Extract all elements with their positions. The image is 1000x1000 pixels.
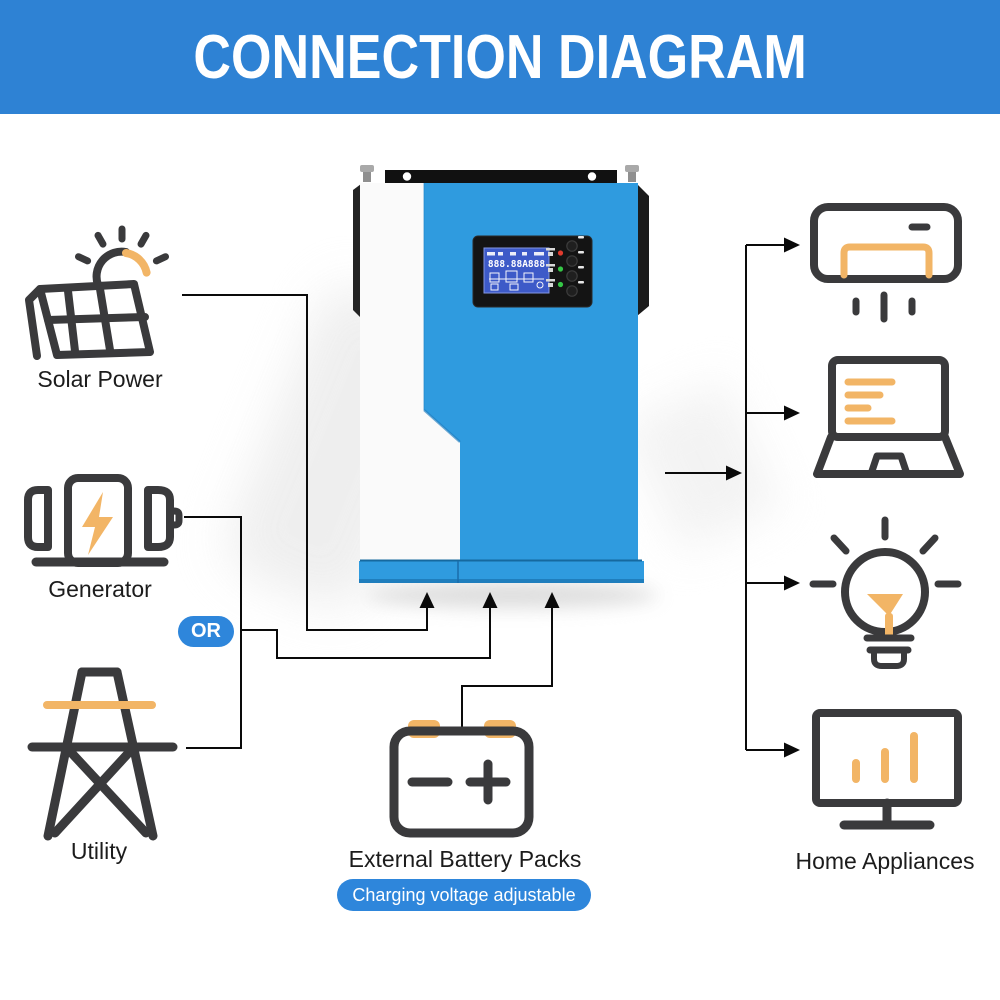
mounting-screws [360, 165, 639, 182]
filament [867, 594, 903, 616]
light-bulb-icon [809, 516, 962, 669]
home-appliances-label: Home Appliances [795, 848, 975, 874]
utility-label: Utility [70, 838, 128, 864]
generator-utility-line [184, 516, 242, 749]
left-heatsink-fin [353, 184, 361, 318]
airflow-marks [852, 291, 916, 323]
page-title: CONNECTION DIAGRAM [193, 22, 807, 92]
solar-inverter-device: 888.88A888 [353, 165, 649, 583]
control-panel: 888.88A888 [472, 235, 593, 308]
inverter-base [359, 561, 644, 581]
arrow-right-icon [784, 575, 800, 591]
panel-buttons [566, 236, 584, 297]
status-leds [557, 250, 564, 288]
right-heatsink-fin [637, 184, 649, 316]
arrow-right-icon [726, 465, 742, 481]
arrow-right-icon [784, 742, 800, 758]
solar-power-label: Solar Power [37, 366, 163, 392]
screen-text-lines [844, 378, 896, 425]
solar-panel-icon [25, 225, 169, 360]
lightning-bolt-icon [82, 492, 113, 555]
plus-terminal [465, 759, 511, 805]
or-junction-to-inverter-line [241, 606, 491, 659]
battery-to-inverter-line [461, 606, 553, 729]
air-conditioner-icon [810, 203, 962, 323]
led-labels [546, 248, 555, 287]
appliance-distribution-line [745, 244, 784, 751]
title-banner: CONNECTION DIAGRAM [0, 0, 1000, 114]
generator-label: Generator [48, 576, 152, 602]
lcd-segment-text: 888.88A888 [488, 259, 545, 270]
utility-tower-icon [27, 667, 178, 841]
charging-voltage-badge: Charging voltage adjustable [337, 879, 591, 911]
bulb-rays [809, 516, 962, 588]
arrow-right-icon [784, 237, 800, 253]
sun-rays [75, 225, 169, 265]
battery-icon [389, 720, 534, 838]
or-badge: OR [178, 616, 234, 647]
battery-label: External Battery Packs [348, 846, 582, 872]
signal-bars [852, 732, 918, 783]
lcd-schematic [489, 270, 544, 291]
monitor-icon [812, 709, 962, 830]
arrow-right-icon [784, 405, 800, 421]
mounting-bracket [385, 170, 617, 183]
generator-icon [24, 474, 183, 567]
laptop-icon [813, 356, 964, 478]
